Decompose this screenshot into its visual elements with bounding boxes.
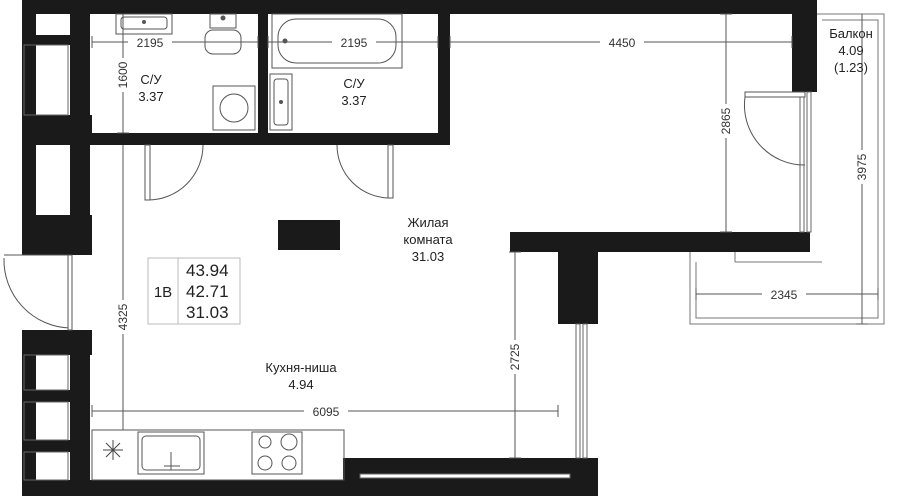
dim-bath2-width: 2195 [341,36,368,50]
dim-room-top-width: 4450 [609,36,636,50]
living-room-area: 31.03 [412,249,445,264]
washing-machine-icon [212,85,256,131]
bathtub-icon [271,13,403,69]
bathroom-2-area: 3.37 [341,93,366,108]
unit-area-no-balcony: 42.71 [186,282,229,301]
balcony-area-reduced: (1.23) [834,60,868,75]
kitchen-counter [91,429,345,481]
sink-icon [269,73,293,131]
unit-total-area: 43.94 [186,261,229,280]
dim-room-right-height: 2865 [719,107,733,134]
dim-balcony-width: 2345 [771,288,798,302]
unit-living-area: 31.03 [186,303,229,322]
balcony-name: Балкон [829,26,873,41]
cooktop-icon [251,431,303,475]
dimension-labels: 2195 2195 4450 1600 2865 3975 2345 4325 … [116,35,869,419]
unit-type: 1В [154,284,172,301]
kitchen-area: 4.94 [288,377,313,392]
living-room-name-1: Жилая [407,215,448,230]
bathroom-1-name: С/У [140,72,162,87]
walls [22,0,817,496]
dim-kitchen-right-height: 2725 [508,343,522,370]
dim-balcony-height: 3975 [855,153,869,180]
balcony-area: 4.09 [838,43,863,58]
room-labels: С/У 3.37 С/У 3.37 Жилая комната 31.03 Ку… [138,26,872,392]
kitchen-name: Кухня-ниша [265,360,337,375]
unit-summary: 1В 43.94 42.71 31.03 [147,257,241,325]
dim-bath1-width: 2195 [137,36,164,50]
doors [3,91,806,331]
fixtures [91,13,403,481]
dim-bath-height: 1600 [116,61,130,88]
bathroom-2-name: С/У [343,76,365,91]
sink-icon [115,13,173,35]
dim-room-bottom-width: 6095 [313,405,340,419]
bathroom-1-area: 3.37 [138,89,163,104]
dim-room-left-height: 4325 [116,303,130,330]
living-room-name-2: комната [403,232,453,247]
vent-icon [103,440,123,460]
toilet-icon [204,13,242,55]
